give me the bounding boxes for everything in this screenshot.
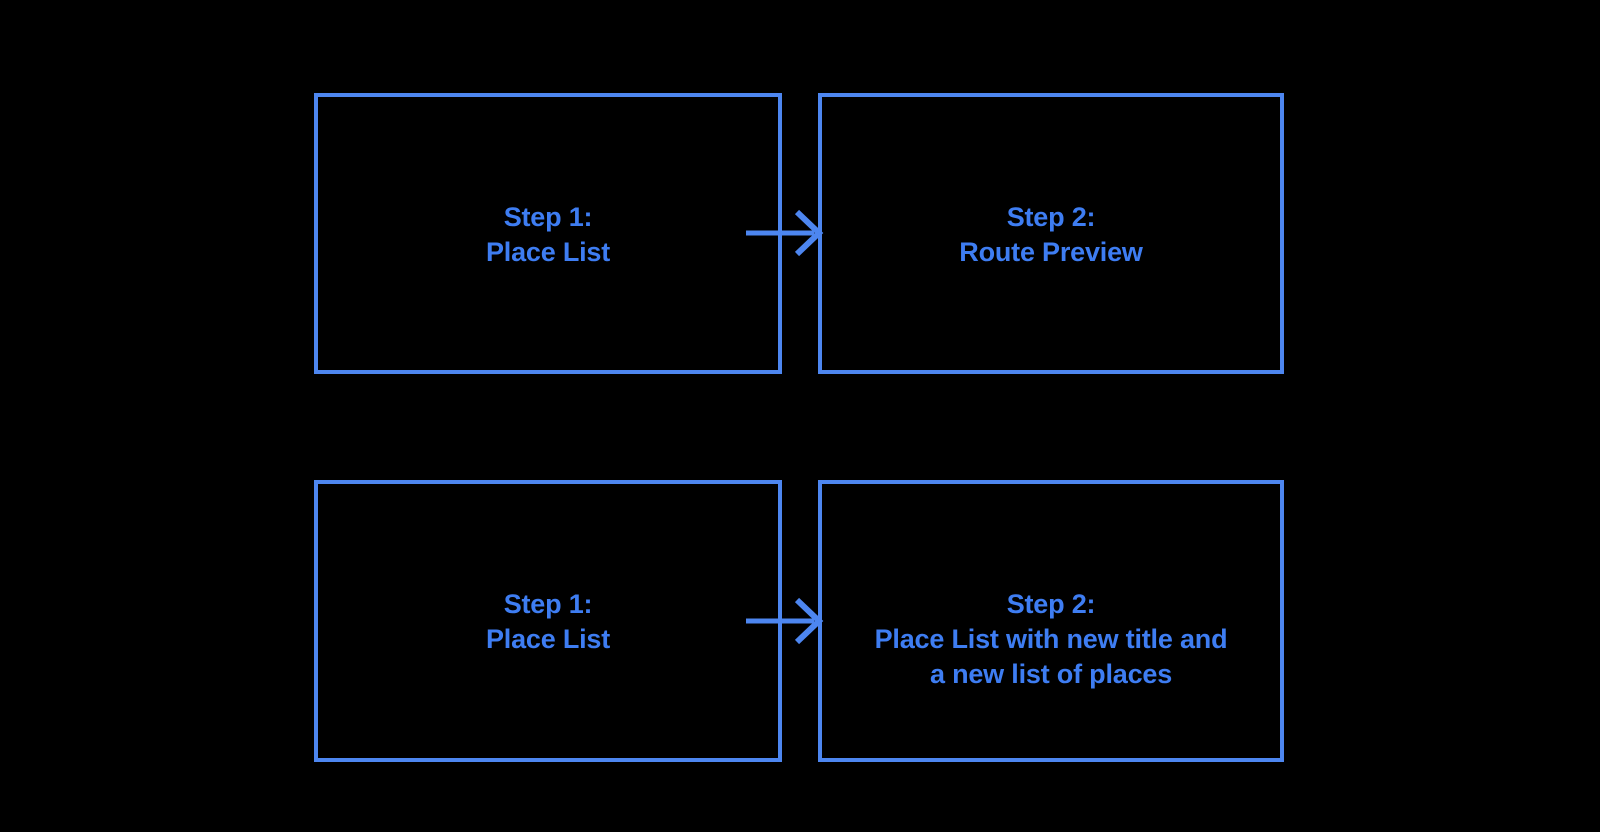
arrow-right-icon (746, 209, 824, 257)
flow-box-step2-route-preview: Step 2: Route Preview (818, 93, 1284, 374)
flow-box-step1-place-list-top: Step 1: Place List (314, 93, 782, 374)
box-line: a new list of places (929, 659, 1173, 689)
arrow-right-icon (746, 597, 824, 645)
flow-box-step1-place-list-bottom: Step 1: Place List (314, 480, 782, 762)
box-line: Place List (485, 237, 611, 267)
box-line: Route Preview (959, 237, 1143, 267)
box-line: Step 1: (503, 589, 593, 619)
flow-box-step2-place-list-new: Step 2: Place List with new title and a … (818, 480, 1284, 762)
box-text: Step 1: Place List (486, 484, 610, 758)
box-line: Step 2: (1006, 589, 1096, 619)
box-text: Step 2: Place List with new title and a … (875, 484, 1228, 758)
box-text: Step 1: Place List (486, 97, 610, 370)
box-text: Step 2: Route Preview (959, 97, 1143, 370)
box-line: Place List (485, 624, 611, 654)
box-line: Place List with new title and (874, 624, 1228, 654)
box-line: Step 1: (503, 202, 593, 232)
box-line: Step 2: (1006, 202, 1096, 232)
